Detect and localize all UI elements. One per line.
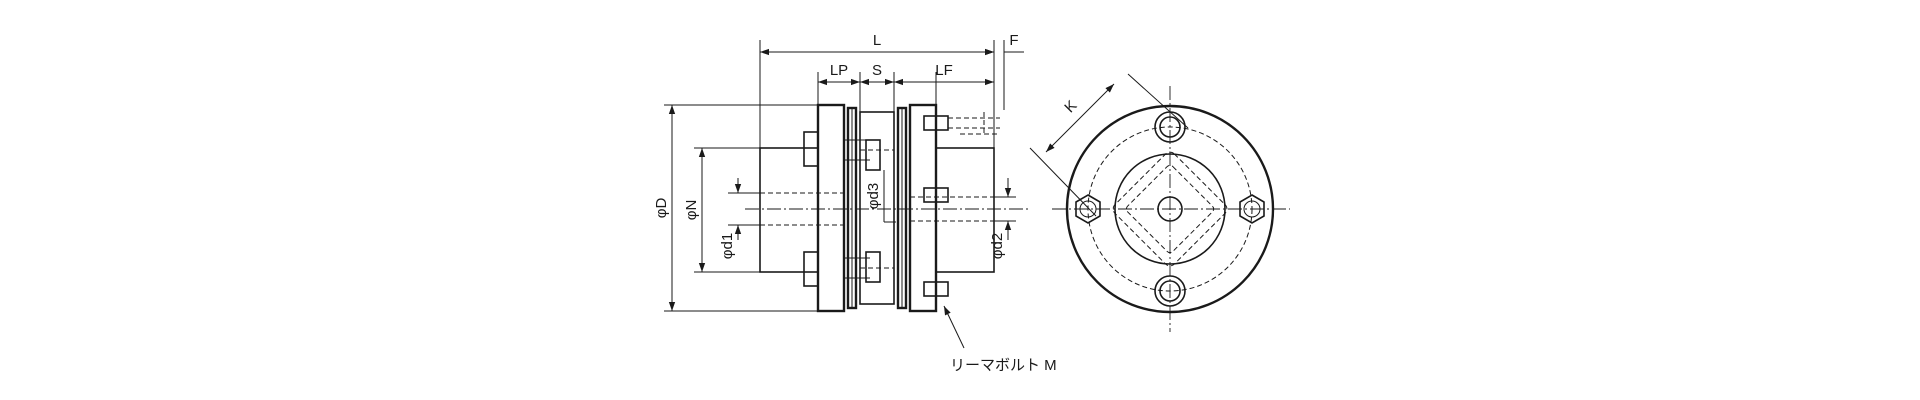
left-flange xyxy=(816,103,846,313)
left-bolt-top xyxy=(803,131,819,167)
dim-d3-label: φd3 xyxy=(865,183,882,209)
disc-outline xyxy=(1112,151,1228,267)
front-view: K xyxy=(1029,73,1290,332)
dim-S-label: S xyxy=(872,62,882,79)
dim-LF-label: LF xyxy=(935,62,953,79)
bore-circle xyxy=(1157,196,1183,222)
left-bolt-bottom xyxy=(803,251,819,287)
hex-bolt-right xyxy=(1239,194,1265,224)
dim-D-label: φD xyxy=(653,198,670,219)
hub-circle xyxy=(1114,153,1226,265)
flange-outer-circle xyxy=(1065,104,1275,314)
spacer xyxy=(859,111,895,305)
reamer-bolt-leader xyxy=(943,305,965,349)
right-flange xyxy=(908,103,938,313)
spacer-bolt-top xyxy=(865,139,881,171)
hex-bolt-left xyxy=(1075,194,1101,224)
reamer-bolt-label: リーマボルト M xyxy=(950,357,1057,374)
dim-F-label: F xyxy=(1009,32,1018,49)
bolt-hole-bottom xyxy=(1154,275,1186,307)
right-bolt-top xyxy=(923,115,949,131)
dim-d2-label: φd2 xyxy=(989,233,1006,259)
right-hub xyxy=(935,147,995,273)
dim-K-line xyxy=(1045,83,1115,153)
dim-L-label: L xyxy=(873,32,881,49)
spacer-bolt-bottom xyxy=(865,251,881,283)
right-bolt-mid xyxy=(923,187,949,203)
dim-K-label: K xyxy=(1061,97,1080,116)
dim-LP-label: LP xyxy=(830,62,848,79)
bolt-pitch-circle xyxy=(1087,126,1253,292)
right-bolt-bottom xyxy=(923,281,949,297)
dim-d1-label: φd1 xyxy=(719,233,736,259)
side-view: L F LP S LF φD φN φd1 xyxy=(653,32,1057,374)
dim-N-label: φN xyxy=(683,200,700,221)
